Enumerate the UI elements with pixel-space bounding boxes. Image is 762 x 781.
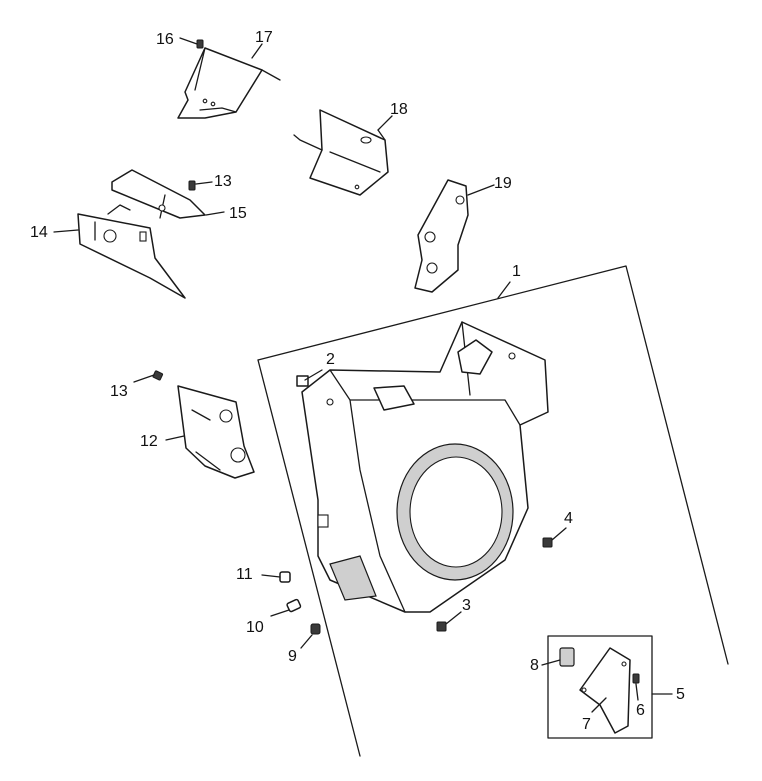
part-15-upper-baffle — [111, 169, 206, 219]
part-6-screw — [632, 673, 640, 684]
callout-9: 9 — [288, 648, 297, 665]
part-12-bracket — [177, 385, 255, 479]
callout-17: 17 — [255, 29, 273, 46]
part-7-cover-plate — [579, 647, 631, 734]
leader-lines — [53, 37, 729, 757]
callout-5: 5 — [676, 686, 685, 703]
part-10-bolt — [286, 598, 302, 613]
callout-12: 12 — [140, 433, 158, 450]
callout-7: 7 — [582, 716, 591, 733]
callout-19: 19 — [494, 175, 512, 192]
callout-15: 15 — [229, 205, 247, 222]
callout-18: 18 — [390, 101, 408, 118]
callout-13-upper: 13 — [214, 173, 232, 190]
part-16-screw — [196, 39, 204, 49]
callout-4: 4 — [564, 510, 573, 527]
part-19-bracket — [414, 179, 469, 293]
callout-14: 14 — [30, 224, 48, 241]
part-11-pin — [279, 571, 291, 583]
callout-8: 8 — [530, 657, 539, 674]
part-13-screw-lower — [152, 370, 164, 381]
callout-labels: 1 2 3 4 5 6 7 8 9 10 11 12 13 13 14 15 1… — [30, 29, 685, 733]
callout-16: 16 — [156, 31, 174, 48]
callout-13-lower: 13 — [110, 383, 128, 400]
part-18-deflector — [293, 109, 389, 196]
part-1-blower-housing — [301, 321, 549, 613]
part-3-nut — [436, 621, 447, 632]
part-2-nut — [296, 375, 309, 387]
part-9-grommet — [310, 623, 321, 635]
part-8-clip — [559, 647, 575, 667]
callout-11: 11 — [236, 566, 253, 583]
part-13-screw-upper — [188, 180, 196, 191]
part-14-lower-baffle — [77, 204, 186, 299]
part-4-nut — [542, 537, 553, 548]
callout-2: 2 — [326, 351, 335, 368]
part-17-shroud-plate — [177, 47, 281, 119]
callout-6: 6 — [636, 702, 645, 719]
callout-3: 3 — [462, 597, 471, 614]
part-5-kit-frame — [547, 635, 653, 739]
callout-1: 1 — [512, 263, 521, 280]
callout-10: 10 — [246, 619, 264, 636]
